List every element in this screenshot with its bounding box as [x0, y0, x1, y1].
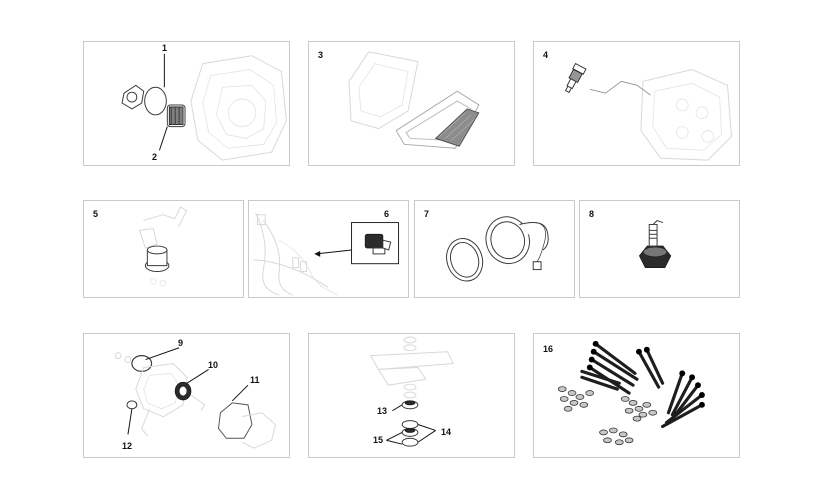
water-pump-illustration: [114, 347, 277, 449]
valve-illustration: [638, 220, 672, 269]
panel-relay[interactable]: 6: [248, 200, 409, 298]
callout-5: 5: [93, 209, 99, 219]
callout-13: 13: [377, 406, 388, 416]
callout-15: 15: [373, 435, 384, 445]
panel-spark-plug[interactable]: 4: [533, 41, 740, 166]
callout-9: 9: [178, 338, 184, 348]
panel-bolt-kit[interactable]: 16: [533, 333, 740, 458]
fuel-pump-illustration: [138, 206, 188, 287]
oil-filter-illustration: [121, 53, 287, 161]
spark-plug-illustration: [564, 62, 732, 161]
callout-6: 6: [384, 209, 390, 219]
air-filter-illustration: [348, 51, 480, 149]
callout-14: 14: [441, 427, 452, 437]
headlight-illustration: [446, 216, 549, 282]
callout-16: 16: [543, 344, 554, 354]
panel-steering-bearings[interactable]: 13 14 15: [308, 333, 515, 458]
panel-headlight[interactable]: 7: [414, 200, 575, 298]
bolt-kit-illustration: [557, 340, 705, 446]
callout-2: 2: [152, 152, 158, 162]
panel-oil-filter[interactable]: 1 2: [83, 41, 290, 166]
callout-1: 1: [162, 43, 168, 53]
callout-11: 11: [250, 375, 260, 385]
callout-7: 7: [424, 209, 430, 219]
callout-12: 12: [122, 441, 133, 451]
relay-illustration: [253, 212, 400, 296]
callout-4: 4: [543, 50, 549, 60]
panel-air-filter[interactable]: 3: [308, 41, 515, 166]
callout-8: 8: [589, 209, 595, 219]
callout-10: 10: [208, 360, 219, 370]
callout-3: 3: [318, 50, 324, 60]
panel-fuel-pump[interactable]: 5: [83, 200, 244, 298]
panel-water-pump[interactable]: 9 10 11 12: [83, 333, 290, 458]
panel-valve[interactable]: 8: [579, 200, 740, 298]
steering-bearings-illustration: [369, 336, 455, 447]
